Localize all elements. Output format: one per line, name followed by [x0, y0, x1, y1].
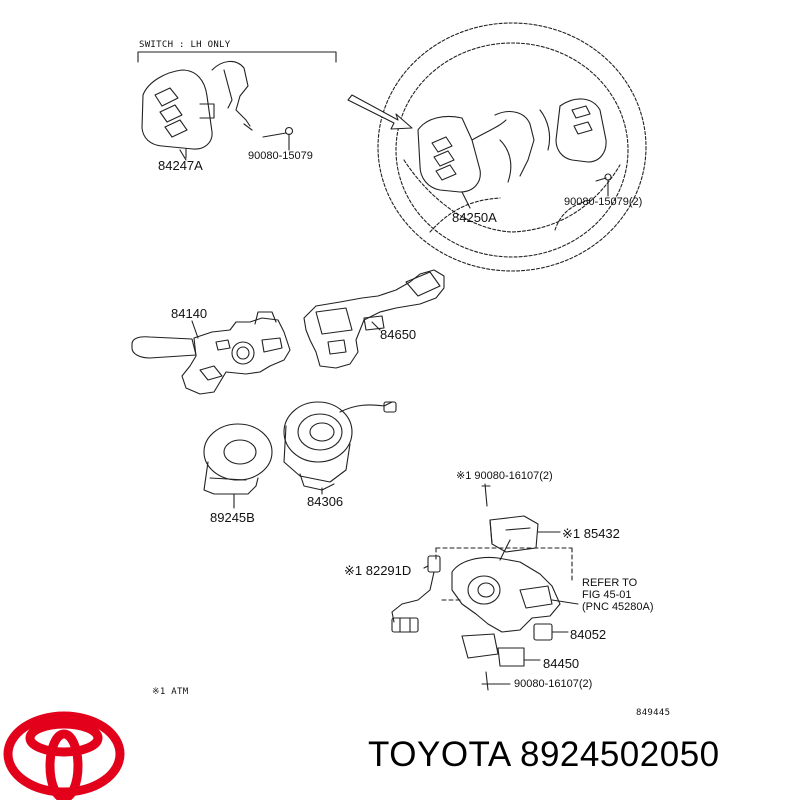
callout-90080-15079-2: 90080-15079(2): [564, 196, 643, 208]
steering-lock-body: [451, 539, 561, 633]
refer-note: REFER TO FIG 45-01 (PNC 45280A): [582, 577, 654, 613]
part-84052-switch: [533, 623, 569, 641]
callout-82291D: ※1 82291D: [344, 563, 412, 578]
part-84250A-switch: [417, 98, 607, 193]
part-84247A-switch: [141, 60, 253, 161]
refer-line-1: REFER TO: [582, 577, 638, 589]
callout-85432: ※1 85432: [562, 526, 620, 541]
part-85432-module: [489, 515, 561, 553]
part-84140-switch: [131, 311, 291, 395]
part-84650-switch: [303, 269, 445, 369]
switch-group-note: SWITCH : LH ONLY: [139, 40, 231, 50]
dashed-bracket-82291D: [435, 547, 573, 601]
leader-84250A: [461, 191, 471, 209]
callout-90080-15079: 90080-15079: [248, 150, 313, 162]
part-number: 8924502050: [519, 735, 720, 774]
screw-90080-15079-2: [595, 173, 612, 182]
refer-line-3: (PNC 45280A): [582, 601, 654, 613]
callout-90080-16107-top: ※1 90080-16107(2): [456, 470, 553, 482]
callout-84052: 84052: [570, 627, 607, 642]
callout-84450: 84450: [543, 656, 580, 671]
callout-84650: 84650: [380, 327, 417, 342]
screw-90080-15079: [262, 126, 294, 138]
callout-84140: 84140: [171, 306, 208, 321]
leader-refer: [551, 599, 579, 605]
steering-wheel: [377, 22, 647, 272]
figure-id: 849445: [636, 708, 671, 718]
switch-group-bracket: [137, 51, 337, 63]
callout-84250A: 84250A: [452, 210, 497, 225]
callout-89245B: 89245B: [210, 510, 255, 525]
footnote-atm: ※1 ATM: [152, 687, 189, 697]
callout-84306: 84306: [307, 494, 344, 509]
toyota-logo: [3, 711, 125, 800]
part-84306-spiral-cable: [283, 401, 397, 491]
screw-90080-16107-top: [481, 483, 491, 507]
part-89245B-sensor: [203, 423, 273, 495]
brand-caption: TOYOTA 8924502050: [368, 735, 720, 775]
refer-line-2: FIG 45-01: [582, 589, 632, 601]
screw-90080-16107-bottom: [481, 671, 511, 691]
callout-84247A: 84247A: [158, 158, 203, 173]
part-82291D-harness: [391, 555, 441, 633]
pointer-arrow: [347, 94, 413, 130]
leader-82291D: [423, 565, 429, 569]
brand-name: TOYOTA: [368, 735, 510, 774]
leader-84140: [191, 320, 199, 339]
callout-90080-16107-bottom: 90080-16107(2): [514, 678, 593, 690]
leader-84650: [371, 321, 381, 331]
part-84450-switch: [461, 633, 541, 667]
